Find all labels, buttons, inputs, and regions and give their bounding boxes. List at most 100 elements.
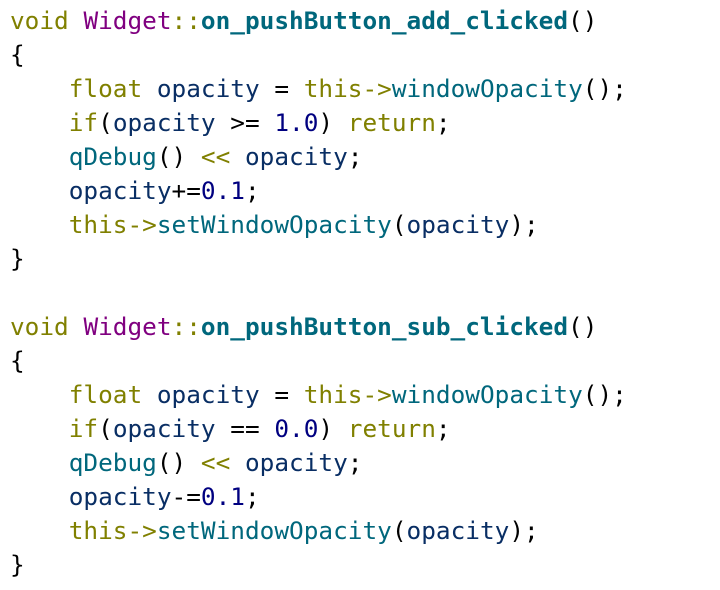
code-lines: void Widget::on_pushButton_add_clicked()… <box>10 4 720 582</box>
code-line: qDebug() << opacity; <box>10 446 720 480</box>
code-token-default <box>10 142 69 171</box>
code-token-keyword: return <box>347 414 436 443</box>
code-token-keyword: << <box>200 448 231 477</box>
code-token-class: Widget <box>83 6 172 35</box>
code-token-funccall: setWindowOpacity <box>156 210 392 239</box>
code-token-default: ( <box>98 414 113 443</box>
code-token-default: { <box>10 40 25 69</box>
code-token-keyword: -> <box>127 516 157 545</box>
code-token-number: 0.1 <box>200 482 245 511</box>
code-token-keyword: -> <box>362 380 392 409</box>
code-token-keyword: return <box>347 108 436 137</box>
code-token-default: ( <box>391 516 407 545</box>
code-token-default: = <box>259 380 304 409</box>
code-token-keyword: void <box>10 312 69 341</box>
code-token-default <box>10 74 69 103</box>
code-token-number: 0.0 <box>274 414 319 443</box>
code-line: float opacity = this->windowOpacity(); <box>10 378 720 412</box>
code-token-funccall: qDebug <box>68 142 157 171</box>
code-line: void Widget::on_pushButton_add_clicked() <box>10 4 720 38</box>
code-token-default: } <box>10 550 25 579</box>
code-token-class: Widget <box>83 312 172 341</box>
code-line: if(opacity == 0.0) return; <box>10 412 720 446</box>
code-token-funcdef: on_pushButton_add_clicked <box>200 6 569 35</box>
code-line: if(opacity >= 1.0) return; <box>10 106 720 140</box>
code-token-default <box>142 380 157 409</box>
code-line: { <box>10 38 720 72</box>
code-token-default: () <box>568 312 598 341</box>
code-token-default: () <box>156 448 201 477</box>
code-token-default <box>69 6 84 35</box>
code-token-default: >= <box>215 108 275 137</box>
code-line: } <box>10 548 720 582</box>
code-token-keyword: :: <box>171 312 201 341</box>
code-token-default: ; <box>347 448 363 477</box>
code-token-local: opacity <box>156 74 260 103</box>
code-token-default: (); <box>582 74 627 103</box>
code-token-default <box>10 482 69 511</box>
code-token-default: ( <box>391 210 407 239</box>
code-token-default <box>10 448 69 477</box>
code-token-default: ) <box>318 108 348 137</box>
code-token-default <box>69 312 84 341</box>
code-token-keyword: float <box>68 74 143 103</box>
code-token-keyword: void <box>10 6 69 35</box>
code-line: { <box>10 344 720 378</box>
code-token-default: () <box>568 6 598 35</box>
code-token-default <box>10 516 69 545</box>
code-token-default: ( <box>98 108 113 137</box>
code-token-funccall: windowOpacity <box>391 380 583 409</box>
code-token-local: opacity <box>244 142 348 171</box>
code-token-default <box>142 74 157 103</box>
code-token-local: opacity <box>406 516 510 545</box>
code-token-default: () <box>156 142 201 171</box>
code-token-funccall: setWindowOpacity <box>156 516 392 545</box>
code-token-local: opacity <box>112 414 216 443</box>
code-token-default: ); <box>509 210 539 239</box>
code-token-default: ) <box>318 414 348 443</box>
code-token-default <box>230 142 245 171</box>
code-token-keyword: << <box>200 142 231 171</box>
code-token-keyword: -> <box>127 210 157 239</box>
code-line: opacity+=0.1; <box>10 174 720 208</box>
code-token-funccall: windowOpacity <box>391 74 583 103</box>
code-token-local: opacity <box>156 380 260 409</box>
code-token-funccall: qDebug <box>68 448 157 477</box>
code-line <box>10 276 720 310</box>
code-line: this->setWindowOpacity(opacity); <box>10 514 720 548</box>
code-token-local: opacity <box>112 108 216 137</box>
code-token-number: 0.1 <box>200 176 245 205</box>
code-token-default <box>10 414 69 443</box>
code-token-default <box>230 448 245 477</box>
code-line: opacity-=0.1; <box>10 480 720 514</box>
code-token-keyword: this <box>303 380 363 409</box>
code-token-default: ; <box>435 108 451 137</box>
code-line: float opacity = this->windowOpacity(); <box>10 72 720 106</box>
code-token-local: opacity <box>68 176 172 205</box>
code-token-keyword: this <box>303 74 363 103</box>
code-token-funcdef: on_pushButton_sub_clicked <box>200 312 569 341</box>
code-token-default: ; <box>244 176 260 205</box>
code-token-keyword: this <box>68 516 128 545</box>
code-token-default: += <box>171 176 201 205</box>
code-line: } <box>10 242 720 276</box>
code-token-default <box>10 176 69 205</box>
code-token-number: 1.0 <box>274 108 319 137</box>
code-token-local: opacity <box>406 210 510 239</box>
code-token-default: } <box>10 244 25 273</box>
code-token-keyword: if <box>68 108 99 137</box>
code-token-local: opacity <box>244 448 348 477</box>
code-line: this->setWindowOpacity(opacity); <box>10 208 720 242</box>
code-token-default: ; <box>347 142 363 171</box>
code-token-default: -= <box>171 482 201 511</box>
code-line: qDebug() << opacity; <box>10 140 720 174</box>
code-token-keyword: if <box>68 414 99 443</box>
code-token-default: (); <box>582 380 627 409</box>
code-token-keyword: float <box>68 380 143 409</box>
code-token-default <box>10 210 69 239</box>
code-token-local: opacity <box>68 482 172 511</box>
code-token-default: ); <box>509 516 539 545</box>
code-token-default <box>10 380 69 409</box>
code-token-default: { <box>10 346 25 375</box>
